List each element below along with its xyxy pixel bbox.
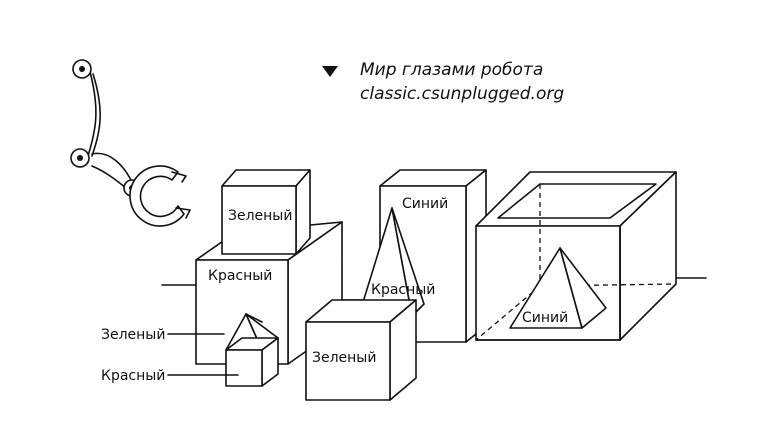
green-front-cube xyxy=(305,299,417,401)
label-green-small-pyramid: Зеленый xyxy=(101,327,165,343)
robot-arm-icon xyxy=(70,12,191,227)
caption: Мир глазами робота classic.csunplugged.o… xyxy=(322,58,564,106)
label-blue-tall-box: Синий xyxy=(402,196,448,212)
caption-source: classic.csunplugged.org xyxy=(360,84,565,104)
blue-pyramid xyxy=(509,247,607,329)
caption-title: Мир глазами робота xyxy=(360,60,544,80)
triangle-down-icon xyxy=(322,66,338,77)
label-blue-pyramid: Синий xyxy=(522,310,568,326)
red-small-cube xyxy=(225,337,279,387)
green-top-cube xyxy=(221,169,311,255)
label-red-small-cube: Красный xyxy=(101,368,165,384)
label-green-top-cube: Зеленый xyxy=(228,208,292,224)
label-red-cone: Красный xyxy=(371,282,435,298)
label-green-front-cube: Зеленый xyxy=(312,350,376,366)
label-red-big-cube: Красный xyxy=(208,268,272,284)
